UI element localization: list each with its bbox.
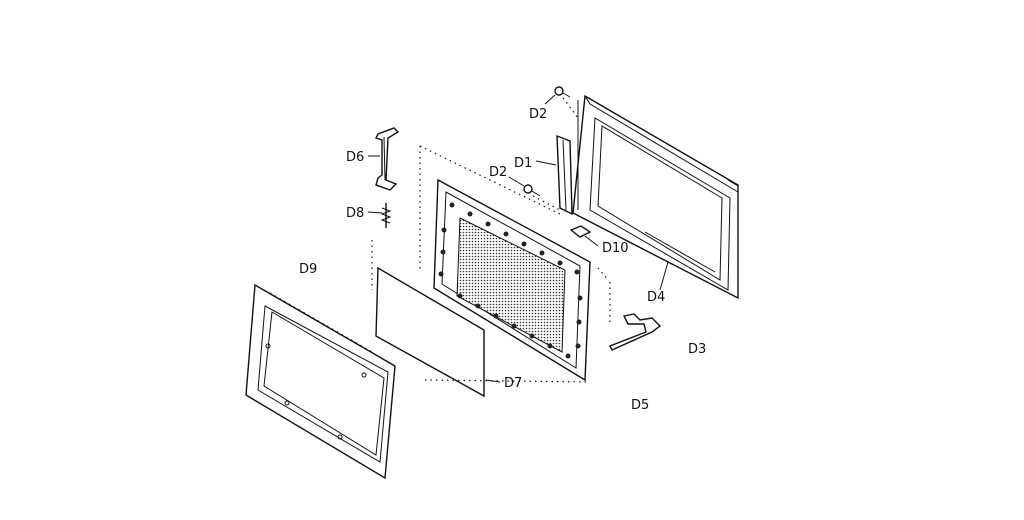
handle-part-d6 <box>375 127 400 191</box>
outer-panel-part-d9 <box>245 283 396 480</box>
spring-part-d8 <box>380 203 392 228</box>
label-d3: D3 <box>688 342 706 357</box>
leader-lines <box>367 94 669 383</box>
label-d1: D1 <box>514 156 532 171</box>
label-d9: D9 <box>299 262 317 277</box>
strip-part-d1 <box>556 134 573 216</box>
label-d5: D5 <box>631 398 649 413</box>
tab-part-d10 <box>569 225 592 238</box>
label-d6: D6 <box>346 150 364 165</box>
screw-part-d2-upper <box>554 86 571 98</box>
glass-pane-part-d7 <box>375 266 485 398</box>
screw-part-d2-lower <box>523 184 541 197</box>
inner-door-panel-part-d5 <box>433 178 591 382</box>
label-d10: D10 <box>602 241 629 256</box>
label-d4: D4 <box>647 290 665 305</box>
label-d8: D8 <box>346 206 364 221</box>
part-labels: D1 D2 D2 D3 D4 D5 D6 D7 D8 D9 D10 <box>299 107 706 413</box>
bracket-part-d3 <box>609 313 662 351</box>
label-d2-upper: D2 <box>529 107 547 122</box>
label-d2-lower: D2 <box>489 165 507 180</box>
door-frame-part-d4 <box>572 94 739 300</box>
label-d7: D7 <box>504 376 522 391</box>
assembly-guide-lines <box>269 97 611 383</box>
